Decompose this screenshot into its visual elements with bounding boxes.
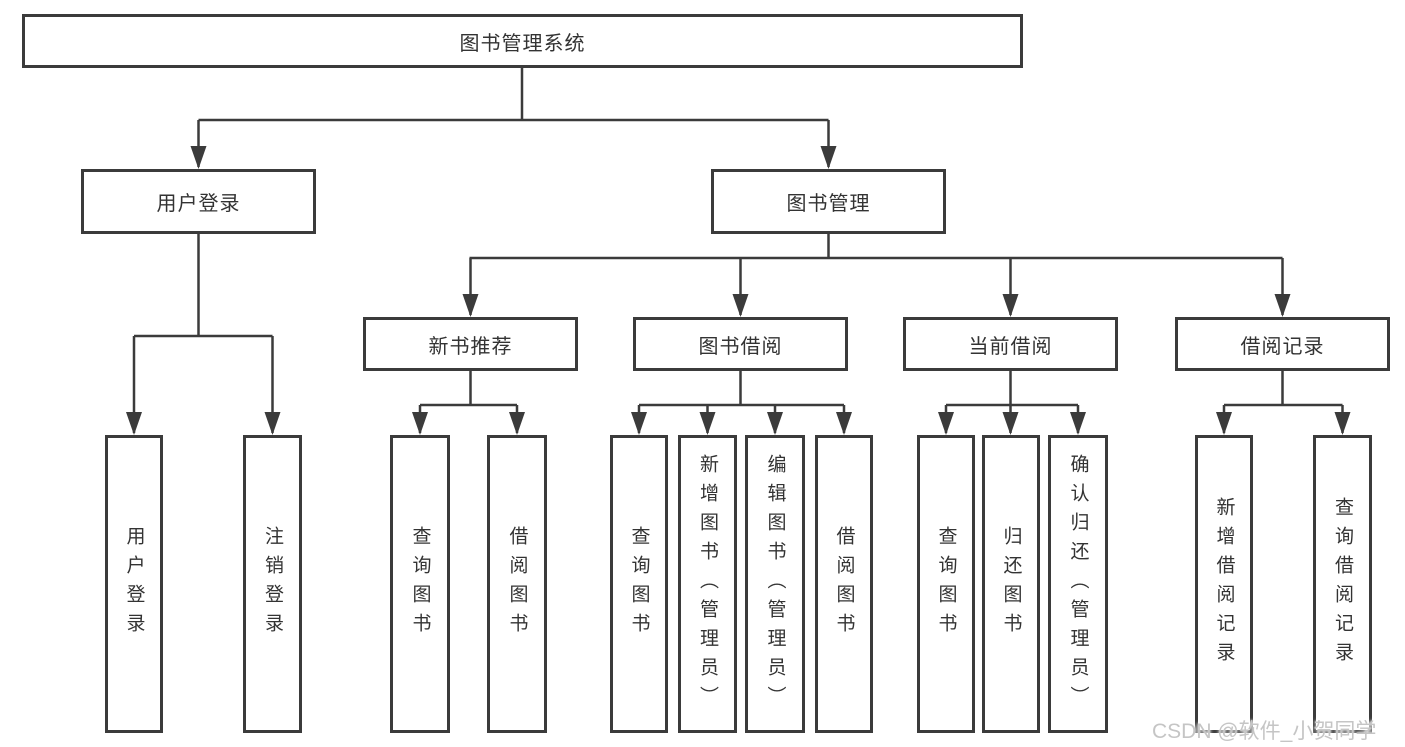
node-book-borrow: 图书借阅 [633, 317, 848, 371]
leaf-query-books-recommend: 查询图书 [390, 435, 450, 733]
leaf-confirm-return-admin: 确认归还（管理员） [1048, 435, 1108, 733]
leaf-query-books-current: 查询图书 [917, 435, 975, 733]
leaf-query-books-borrow: 查询图书 [610, 435, 668, 733]
node-book-management: 图书管理 [711, 169, 946, 234]
node-current-borrow: 当前借阅 [903, 317, 1118, 371]
leaf-logout: 注销登录 [243, 435, 302, 733]
node-borrow-records: 借阅记录 [1175, 317, 1390, 371]
leaf-edit-book-admin: 编辑图书（管理员） [745, 435, 805, 733]
node-user-login: 用户登录 [81, 169, 316, 234]
leaf-add-borrow-record: 新增借阅记录 [1195, 435, 1253, 733]
leaf-user-login: 用户登录 [105, 435, 163, 733]
leaf-borrow-books-recommend: 借阅图书 [487, 435, 547, 733]
leaf-return-books: 归还图书 [982, 435, 1040, 733]
node-library-system: 图书管理系统 [22, 14, 1023, 68]
leaf-query-borrow-record: 查询借阅记录 [1313, 435, 1372, 733]
node-new-book-recommend: 新书推荐 [363, 317, 578, 371]
leaf-borrow-books-borrow: 借阅图书 [815, 435, 873, 733]
csdn-watermark: CSDN @软件_小贺同学 [1152, 720, 1377, 743]
leaf-add-book-admin: 新增图书（管理员） [678, 435, 737, 733]
